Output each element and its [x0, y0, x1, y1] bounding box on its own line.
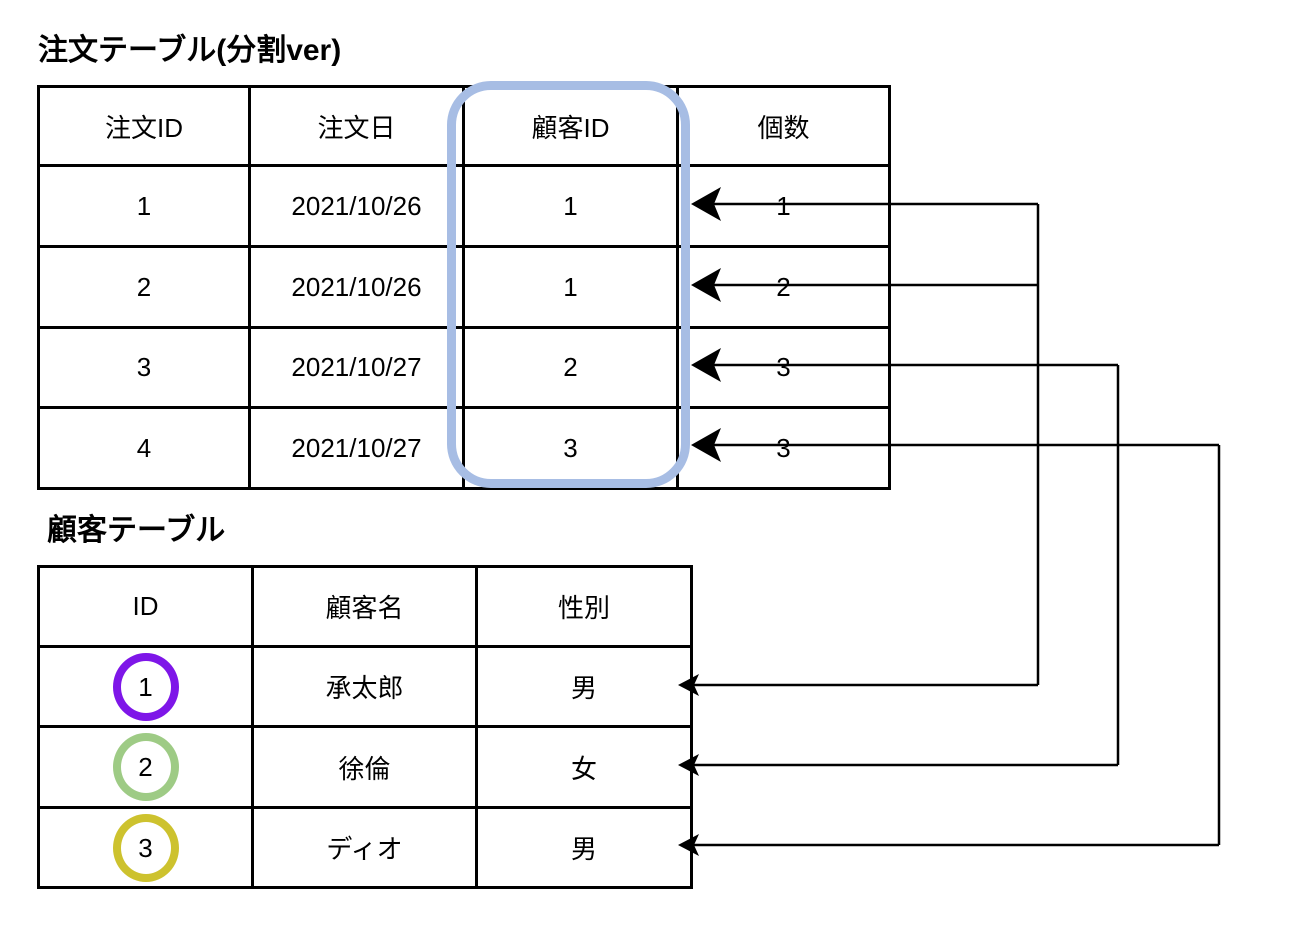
- customer-id-column-highlight: [447, 81, 690, 488]
- quantity-cell: 3: [676, 406, 891, 490]
- customer-table-row: 2 徐倫女: [37, 725, 693, 809]
- order-date-cell: 2021/10/27: [248, 406, 465, 490]
- quantity-cell: 3: [676, 326, 891, 409]
- order-id-cell: 3: [37, 326, 251, 409]
- customer-id-ref-cell: 2: [462, 326, 679, 409]
- customer-table-title: 顧客テーブル: [47, 514, 226, 547]
- customer-id-ref-cell: 1: [462, 164, 679, 248]
- customer-id-circle: 1: [112, 652, 179, 721]
- customer-table-row: 3 ディオ男: [37, 806, 693, 889]
- customer-id-circle: 3: [112, 813, 179, 882]
- customer-name-cell: ディオ: [251, 806, 478, 889]
- customer-name-cell: 承太郎: [251, 645, 478, 728]
- customer-gender-cell: 男: [475, 806, 693, 889]
- order-column-header: 注文ID: [37, 85, 251, 167]
- customer-id-cell: 2: [37, 725, 254, 809]
- customer-column-header: 顧客名: [251, 565, 478, 648]
- customer-column-header: ID: [37, 565, 254, 648]
- customer-id-ref-cell: 1: [462, 245, 679, 329]
- order-table-title: 注文テーブル(分割ver): [38, 34, 342, 67]
- order-id-cell: 4: [37, 406, 251, 490]
- order-column-header: 個数: [676, 85, 891, 167]
- order-date-cell: 2021/10/26: [248, 164, 465, 248]
- quantity-cell: 1: [676, 164, 891, 248]
- customer-gender-cell: 男: [475, 645, 693, 728]
- order-id-cell: 1: [37, 164, 251, 248]
- order-date-cell: 2021/10/27: [248, 326, 465, 409]
- quantity-cell: 2: [676, 245, 891, 329]
- customer-column-header: 性別: [475, 565, 693, 648]
- order-column-header: 注文日: [248, 85, 465, 167]
- customer-name-cell: 徐倫: [251, 725, 478, 809]
- order-date-cell: 2021/10/26: [248, 245, 465, 329]
- customer-id-circle: 2: [112, 733, 179, 801]
- customer-gender-cell: 女: [475, 725, 693, 809]
- customer-id-cell: 1: [37, 645, 254, 728]
- customer-table-row: 1 承太郎男: [37, 645, 693, 728]
- customer-id-cell: 3: [37, 806, 254, 889]
- order-id-cell: 2: [37, 245, 251, 329]
